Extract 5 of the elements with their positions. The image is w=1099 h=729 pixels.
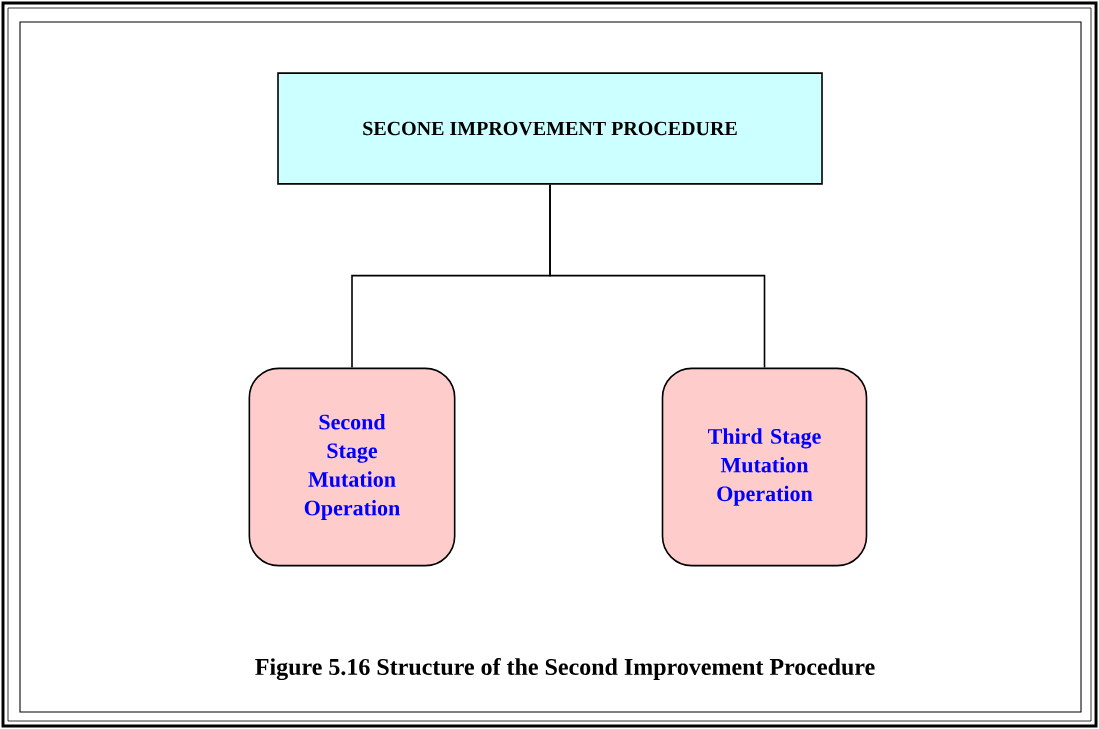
stage-box: Third Stage Mutation Operation (661, 367, 868, 567)
stage-box: Second Stage Mutation Operation (248, 367, 456, 567)
procedure-box: SECONE IMPROVEMENT PROCEDURE (277, 72, 823, 185)
connector-line (549, 183, 766, 369)
figure-caption: Figure 5.16 Structure of the Second Improvement Procedure (255, 657, 875, 681)
